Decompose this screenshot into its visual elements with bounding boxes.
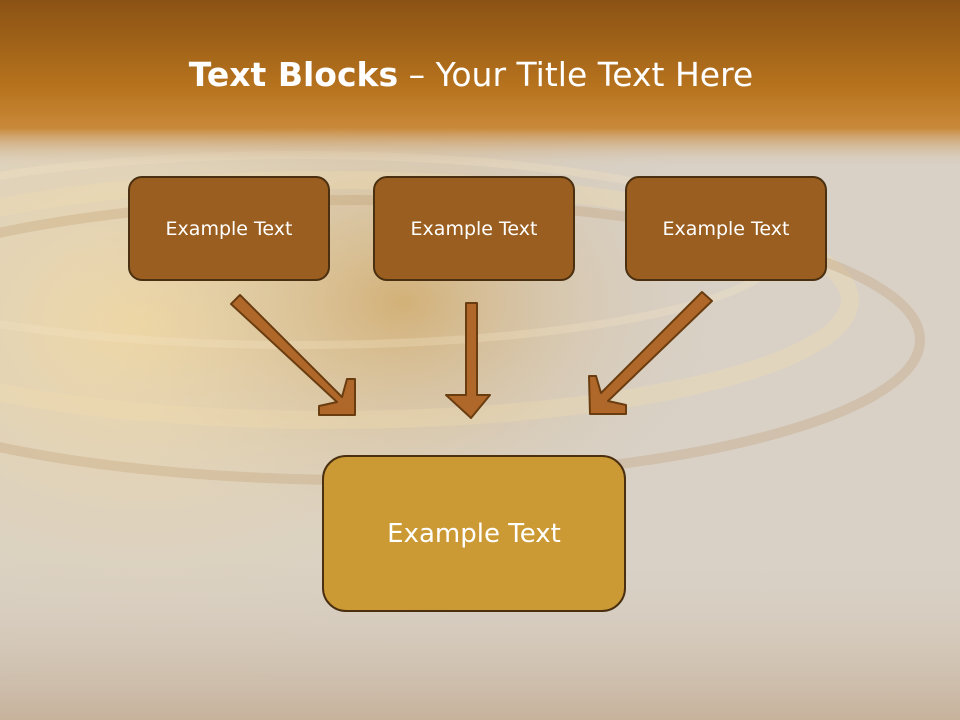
top-box-center-label: Example Text xyxy=(410,217,538,240)
top-box-left: Example Text xyxy=(128,176,330,281)
arrow-center-icon xyxy=(445,302,491,419)
title-bold: Text Blocks xyxy=(188,55,399,94)
top-box-right-label: Example Text xyxy=(662,217,790,240)
title-rest: – Your Title Text Here xyxy=(398,55,754,94)
top-box-right: Example Text xyxy=(625,176,827,281)
arrow-right-icon xyxy=(588,291,713,415)
bottom-box-label: Example Text xyxy=(387,518,561,549)
top-box-left-label: Example Text xyxy=(165,217,293,240)
top-box-center: Example Text xyxy=(373,176,575,281)
slide-title: Text Blocks – Your Title Text Here xyxy=(0,50,942,100)
bottom-box: Example Text xyxy=(322,455,626,612)
arrow-left-icon xyxy=(230,294,356,416)
